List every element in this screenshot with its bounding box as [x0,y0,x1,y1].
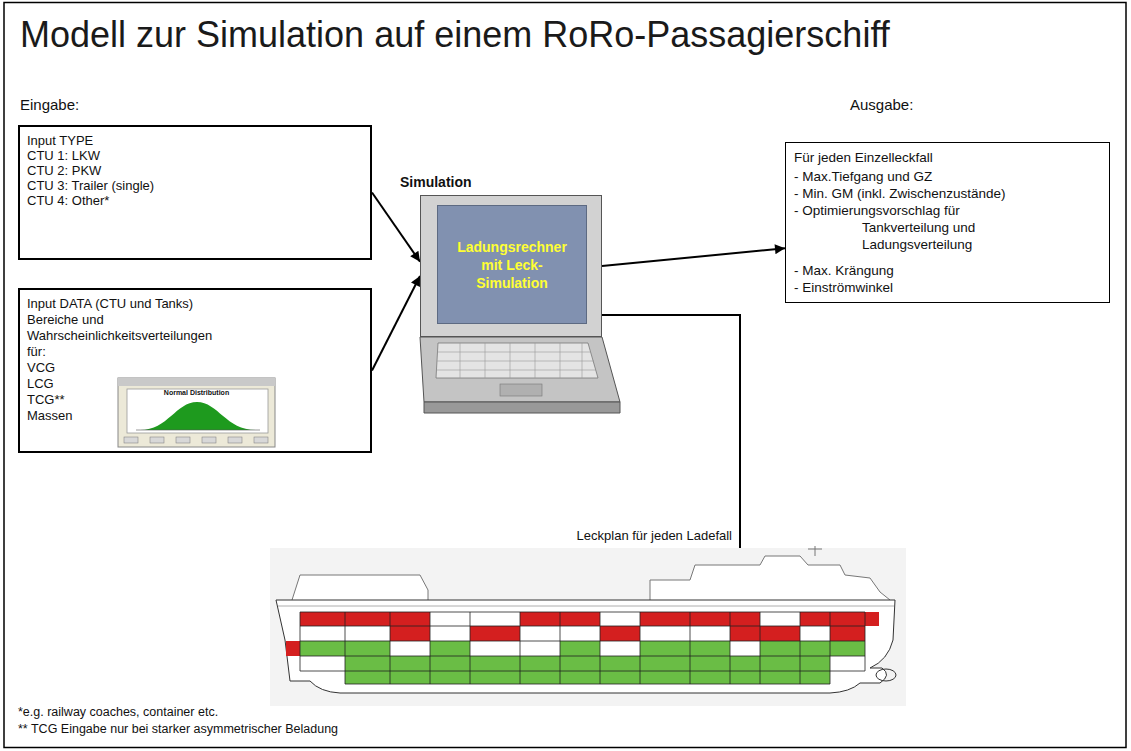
section-label: Simulation [400,174,472,190]
box-text: - Min. GM (inkl. Zwischenzustände) [794,185,1101,202]
compartments [300,612,865,684]
window-frame [118,378,275,447]
output-box: Für jeden Einzelleckfall - Max.Tiefgang u… [785,142,1110,303]
screenshot-title: Normal Distribution [118,389,275,396]
bulkhead-lines [300,612,865,684]
laptop-deck [420,337,620,402]
box-text: - Optimierungsvorschlag für Tankverteilu… [794,202,1034,253]
distribution-screenshot [118,378,275,447]
box-text: Input TYPE [27,133,363,148]
footnote: ** TCG Eingabe nur bei starker asymmetri… [18,722,338,736]
window-button [176,437,190,443]
arrow-label: Leckplan für jeden Ladefall [575,528,734,543]
input-data-box: Input DATA (CTU und Tanks) Bereiche und … [18,288,372,453]
box-text: - Einströmwinkel [794,279,1101,296]
outer-frame [4,3,1126,748]
box-text: Massen [27,408,363,424]
ship-background [270,548,906,706]
section-label: Eingabe: [20,96,79,113]
diagram-title: Modell zur Simulation auf einem RoRo-Pas… [20,14,890,56]
flow-arrow [372,193,420,262]
box-text: CTU 2: PKW [27,163,363,178]
box-text: CTU 1: LKW [27,148,363,163]
screen-text: Ladungsrechner mit Leck-Simulation [448,238,576,292]
laptop-screen: Ladungsrechner mit Leck-Simulation [420,195,602,337]
window-button [150,437,164,443]
compartment [286,641,300,656]
box-text: Input DATA (CTU und Tanks) Bereiche und … [27,296,223,360]
chart-axis [136,430,260,431]
window-button [124,437,138,443]
car-deck [278,606,894,607]
superstructure-aft [292,575,428,600]
superstructure-fore [650,556,890,600]
ship-illustration [270,546,906,706]
compartment [865,612,879,626]
laptop-front [424,402,620,413]
box-text: - Max.Tiefgang und GZ [794,168,1101,185]
window-button [228,437,242,443]
flow-arrow [602,248,785,266]
window-button [254,437,268,443]
box-text: - Max. Krängung [794,262,1101,279]
laptop-base [420,337,620,413]
section-label: Ausgabe: [850,96,913,113]
bell-curve [140,402,256,430]
box-text: CTU 3: Trailer (single) [27,178,363,193]
touchpad [500,384,542,396]
footnote: *e.g. railway coaches, container etc. [18,705,218,719]
window-titlebar [118,378,275,386]
box-text: VCG [27,360,363,376]
keyboard [436,343,598,378]
mast [808,546,822,556]
window-button [202,437,216,443]
screen-display: Ladungsrechner mit Leck-Simulation [437,205,587,324]
hull [276,600,895,693]
box-text: Für jeden Einzelleckfall [794,149,1101,166]
box-text: CTU 4: Other* [27,193,363,208]
input-type-box: Input TYPECTU 1: LKWCTU 2: PKWCTU 3: Tra… [18,125,372,260]
keyboard-keys [436,343,596,378]
flow-arrow [372,276,420,371]
bulbous-bow [876,669,896,681]
